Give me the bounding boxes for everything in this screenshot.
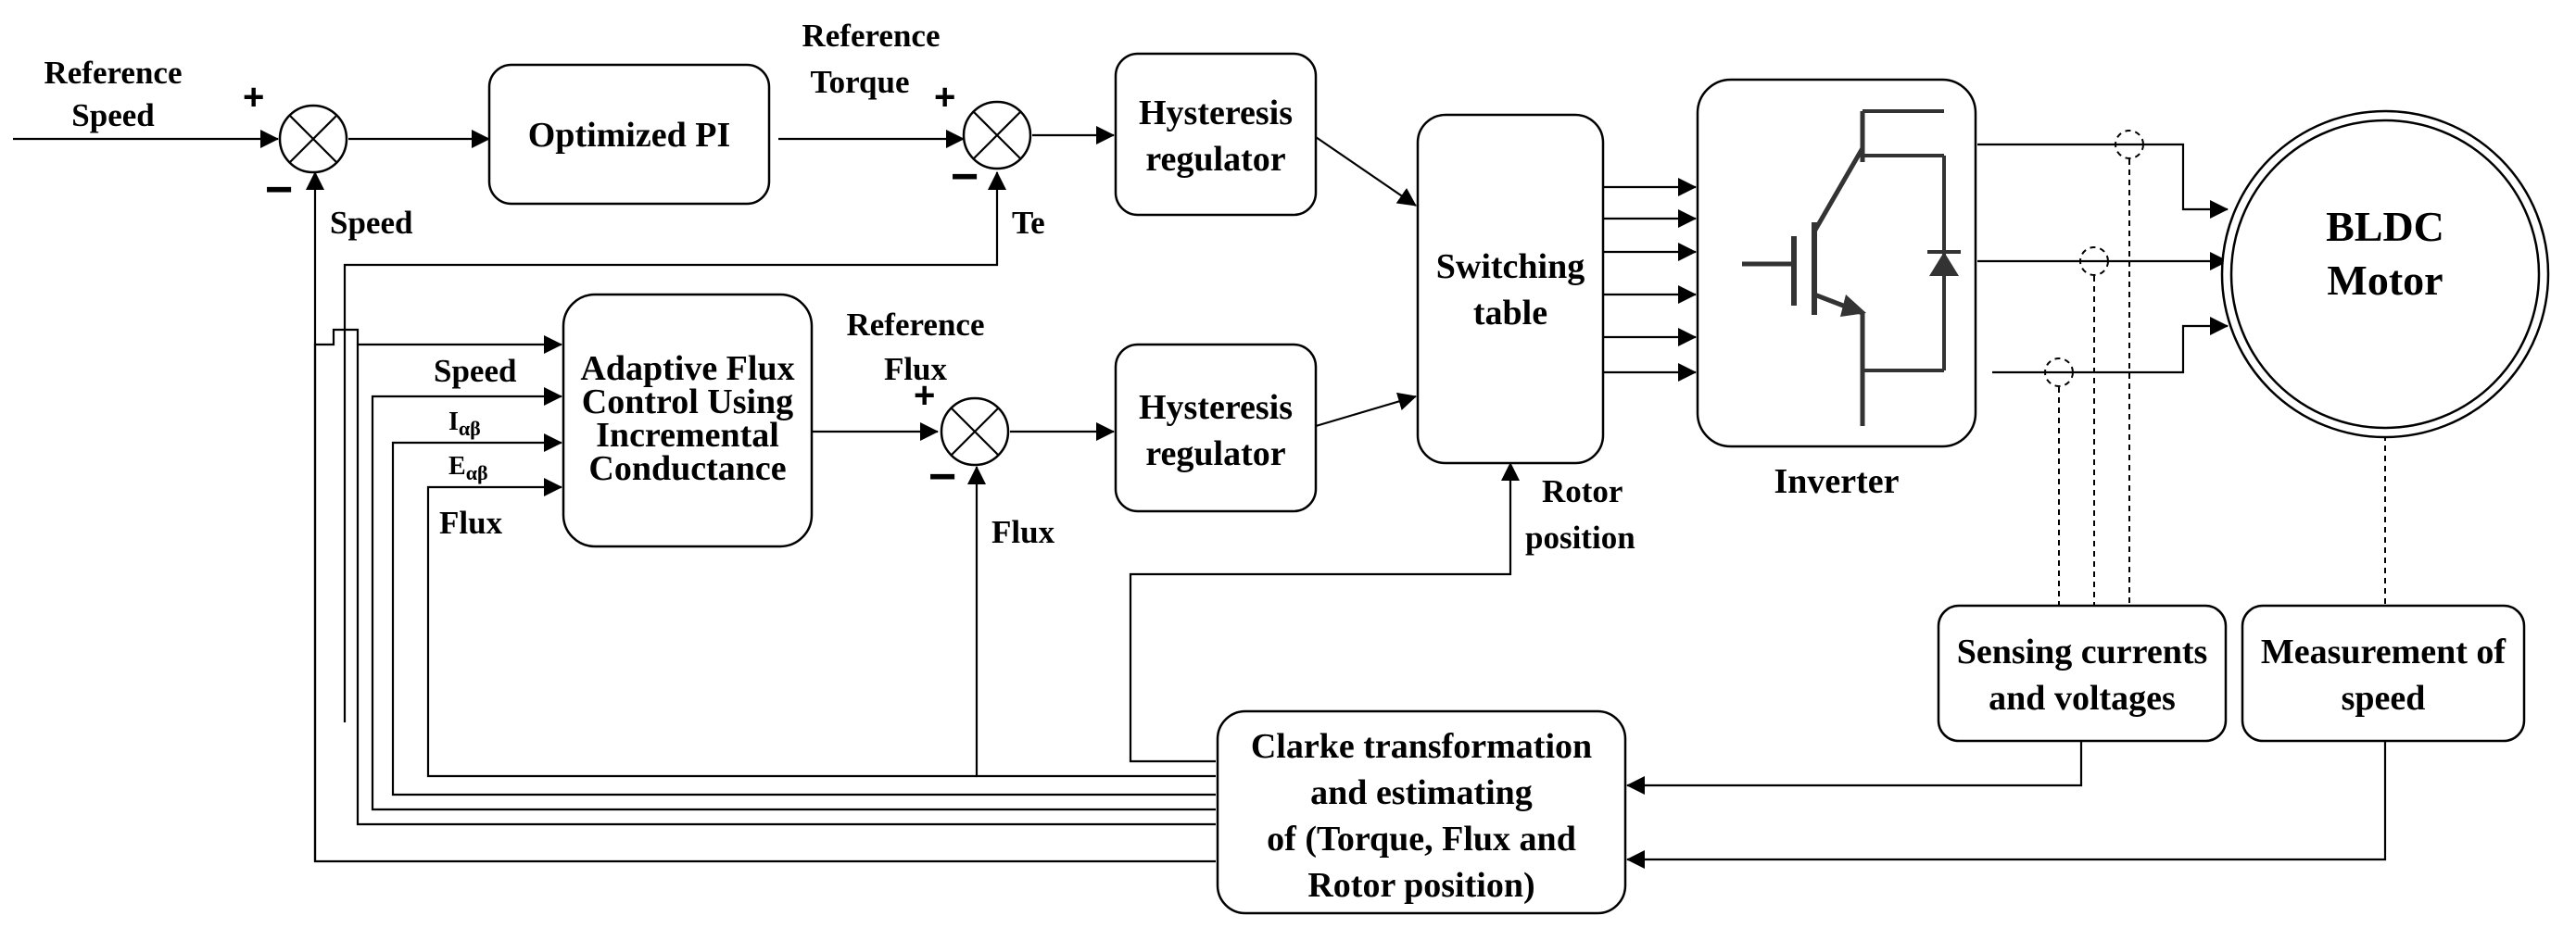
adaptive-line1: Adaptive Flux	[580, 349, 794, 388]
clarke-line1: Clarke transformation	[1251, 727, 1592, 766]
measurement-to-clarke-arrow	[1626, 741, 2387, 869]
hysteresis-torque-line2: regulator	[1145, 140, 1285, 179]
hysteresis-regulator-torque: Hysteresis regulator	[1114, 52, 1318, 217]
hysteresis-regulator-flux: Hysteresis regulator	[1114, 343, 1318, 513]
summing-junction-torque	[962, 100, 1032, 170]
motor-line1: BLDC	[2326, 203, 2444, 250]
speed-to-adaptive-arrow	[356, 335, 1216, 826]
adaptive-line4: Conductance	[588, 449, 786, 488]
summing-junction-speed	[278, 104, 348, 174]
reference-speed-label-2: Speed	[71, 97, 155, 133]
i-alpha-beta-label: Iαβ	[448, 408, 481, 440]
measurement-line2: speed	[2342, 679, 2426, 718]
clarke-line4: Rotor position)	[1307, 866, 1534, 905]
phase-c-arrow	[1992, 317, 2229, 374]
te-label: Te	[1012, 205, 1045, 241]
sum2-plus-sign: +	[934, 77, 955, 118]
sensing-to-clarke-arrow	[1626, 741, 2083, 795]
igbt-diode-symbol	[1742, 109, 1961, 426]
adaptive-line3: Incremental	[596, 416, 779, 455]
measurement-line1: Measurement of	[2261, 633, 2507, 671]
sensing-line1: Sensing currents	[1957, 633, 2208, 671]
te-feedback-arrow	[343, 171, 1006, 722]
reference-flux-label-1: Reference	[847, 307, 985, 343]
adaptive-line2: Control Using	[582, 382, 793, 421]
hysteresis-torque-line1: Hysteresis	[1139, 94, 1293, 132]
flux-to-adaptive-arrow	[426, 478, 977, 778]
flux-feedback-label: Flux	[991, 514, 1055, 550]
i-to-adaptive-arrow	[371, 387, 1216, 811]
reference-torque-label-1: Reference	[802, 18, 941, 54]
summing-junction-flux	[940, 396, 1010, 467]
hysteresis-flux-line2: regulator	[1145, 434, 1285, 473]
rotor-position-label-2: position	[1525, 520, 1635, 556]
switching-line2: table	[1473, 294, 1547, 332]
speed-feedback-label: Speed	[330, 205, 413, 241]
rotor-position-label-1: Rotor	[1542, 473, 1623, 509]
switching-table-block: Switching table	[1416, 113, 1605, 465]
sum3-plus-sign: +	[914, 375, 935, 416]
clarke-block: Clarke transformation and estimating of …	[1216, 709, 1627, 915]
e-to-adaptive-arrow	[391, 433, 1216, 796]
phase-a-arrow	[1977, 143, 2229, 219]
adaptive-flux-control-block: Adaptive Flux Control Using Incremental …	[562, 293, 814, 548]
current-probes	[2044, 130, 2144, 606]
bldc-motor: BLDC Motor	[2220, 109, 2550, 439]
sum2-minus-sign: −	[951, 150, 979, 204]
rotor-position-arrow	[1129, 462, 1520, 763]
reference-speed-label-1: Reference	[44, 55, 183, 91]
measurement-block: Measurement of speed	[2241, 604, 2526, 743]
motor-line2: Motor	[2327, 257, 2443, 304]
sensing-block: Sensing currents and voltages	[1937, 604, 2228, 743]
hysteresis-flux-to-switching-arrow	[1315, 392, 1417, 428]
gate-signal-arrows	[1603, 178, 1697, 382]
optimized-pi-block: Optimized PI	[487, 63, 771, 206]
inverter-block	[1696, 78, 1977, 448]
clarke-line3: of (Torque, Flux and	[1267, 820, 1576, 859]
reference-flux-label-2: Flux	[884, 351, 948, 387]
sensing-line2: and voltages	[1989, 679, 2176, 718]
optimized-pi-label: Optimized PI	[528, 116, 730, 155]
sum3-minus-sign: −	[928, 450, 956, 504]
reference-torque-label-2: Torque	[811, 64, 910, 100]
connections	[13, 126, 2387, 869]
adaptive-speed-label: Speed	[434, 353, 517, 389]
adaptive-flux-label: Flux	[439, 505, 503, 541]
sum1-plus-sign: +	[243, 77, 264, 118]
switching-line1: Switching	[1436, 247, 1585, 286]
inverter-label: Inverter	[1774, 462, 1899, 501]
hysteresis-flux-line1: Hysteresis	[1139, 388, 1293, 427]
e-alpha-beta-label: Eαβ	[448, 452, 488, 484]
hysteresis-torque-to-switching-arrow	[1315, 136, 1417, 207]
clarke-line2: and estimating	[1310, 773, 1533, 812]
sum1-minus-sign: −	[265, 163, 293, 217]
